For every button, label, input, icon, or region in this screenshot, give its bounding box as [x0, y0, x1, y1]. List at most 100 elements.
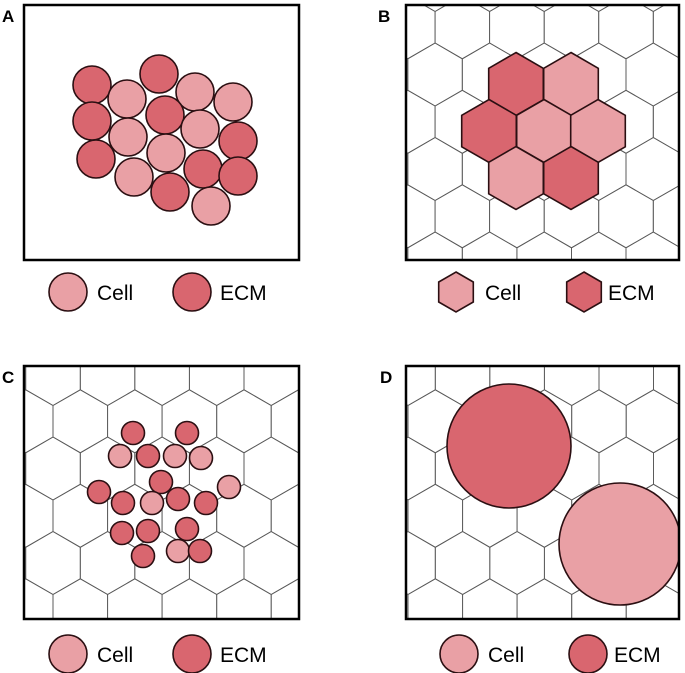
grid-hexagon [652, 5, 679, 59]
panel-c-hex-grid [24, 295, 381, 642]
cell-agent [107, 443, 133, 469]
cell-agent [114, 157, 154, 197]
grid-hexagon [298, 451, 299, 486]
grid-hexagon [24, 389, 54, 454]
cell-agent [146, 133, 186, 173]
cell-agent [165, 538, 191, 564]
legend-ecm-label: ECM [614, 644, 661, 667]
legend-cell-label: Cell [488, 644, 524, 667]
grid-hexagon [243, 436, 299, 501]
ecm-agent [148, 469, 174, 495]
grid-hexagon [681, 232, 685, 295]
cell-agent [162, 443, 188, 469]
grid-hexagon [543, 5, 600, 60]
grid-hexagon [434, 5, 491, 60]
panel-c-frame [22, 364, 301, 621]
grid-hexagon [625, 231, 679, 260]
panel-a: A Cell ECM [2, 3, 301, 312]
ecm-agent [165, 486, 191, 512]
ecm-agent [72, 101, 112, 141]
panel-b-agents [460, 51, 627, 211]
grid-hexagon [326, 437, 381, 500]
grid-hexagon [52, 578, 109, 619]
grid-hexagon [571, 389, 627, 454]
ecm-agent [150, 172, 190, 212]
grid-hexagon [326, 0, 381, 59]
grid-hexagon [625, 42, 679, 107]
grid-hexagon [161, 578, 218, 619]
grid-hexagon [79, 366, 136, 407]
ecm-agent [187, 538, 213, 564]
grid-hexagon [406, 436, 436, 501]
legend-cell-label: Cell [97, 282, 133, 305]
grid-hexagon [24, 545, 27, 581]
grid-hexagon [681, 390, 685, 453]
cell-agent [558, 482, 679, 606]
grid-hexagon [653, 366, 679, 405]
panel-c-agents [86, 420, 242, 569]
grid-hexagon [653, 279, 685, 342]
ecm-agent [135, 518, 161, 544]
legend-cell-marker [437, 271, 475, 313]
grid-hexagon [381, 626, 436, 673]
cell-agent [107, 79, 147, 119]
grid-hexagon [681, 579, 685, 642]
grid-hexagon [24, 451, 27, 486]
grid-hexagon [326, 390, 381, 453]
grid-hexagon [270, 578, 299, 619]
grid-hexagon [489, 5, 545, 60]
ecm-agent [76, 139, 116, 179]
grid-hexagon [625, 136, 679, 202]
panel-b-legend: Cell ECM [437, 271, 655, 313]
grid-hexagon [406, 184, 436, 249]
panel-letter-d: D [380, 368, 392, 387]
legend-cell-label: Cell [97, 644, 133, 667]
grid-hexagon [326, 295, 381, 358]
grid-hexagon [681, 0, 685, 12]
cell-agent [216, 474, 242, 500]
grid-hexagon [216, 578, 272, 619]
panel-b: B Cell ECM [326, 0, 685, 342]
grid-hexagon [326, 626, 381, 673]
grid-hexagon [243, 366, 299, 407]
panel-letter-c: C [2, 368, 14, 387]
grid-hexagon [406, 498, 409, 534]
grid-hexagon [652, 90, 679, 153]
grid-hexagon [406, 89, 436, 154]
ecm-agent [542, 145, 600, 211]
grid-hexagon [598, 184, 654, 249]
cell-agent [188, 445, 214, 471]
grid-hexagon [298, 366, 299, 391]
grid-hexagon [681, 295, 685, 358]
grid-hexagon [326, 579, 381, 642]
grid-hexagon [407, 42, 463, 107]
grid-hexagon [298, 546, 299, 580]
panel-b-frame [404, 3, 681, 262]
cell-agent [191, 186, 231, 226]
legend-cell-marker [48, 634, 88, 673]
cell-agent [180, 109, 220, 149]
ecm-agent [174, 516, 200, 542]
grid-hexagon [188, 366, 245, 407]
grid-hexagon [543, 366, 600, 407]
grid-hexagon [516, 578, 573, 619]
grid-hexagon [326, 484, 381, 547]
grid-hexagon [517, 295, 572, 358]
panel-letter-a: A [2, 7, 14, 26]
ecm-agent [86, 479, 112, 505]
panel-letter-b: B [378, 7, 390, 26]
grid-hexagon [24, 578, 54, 619]
grid-hexagon [406, 592, 409, 619]
grid-hexagon [489, 530, 545, 596]
legend-ecm-marker [172, 272, 212, 312]
legend-ecm-label: ECM [220, 282, 267, 305]
grid-hexagon [681, 484, 685, 547]
ecm-agent [193, 490, 219, 516]
grid-hexagon [25, 366, 81, 407]
grid-hexagon [216, 389, 272, 454]
grid-hexagon [462, 578, 518, 619]
legend-ecm-label: ECM [220, 644, 267, 667]
grid-hexagon [326, 343, 381, 406]
legend-cell-marker [48, 272, 88, 312]
grid-hexagon [407, 136, 463, 202]
